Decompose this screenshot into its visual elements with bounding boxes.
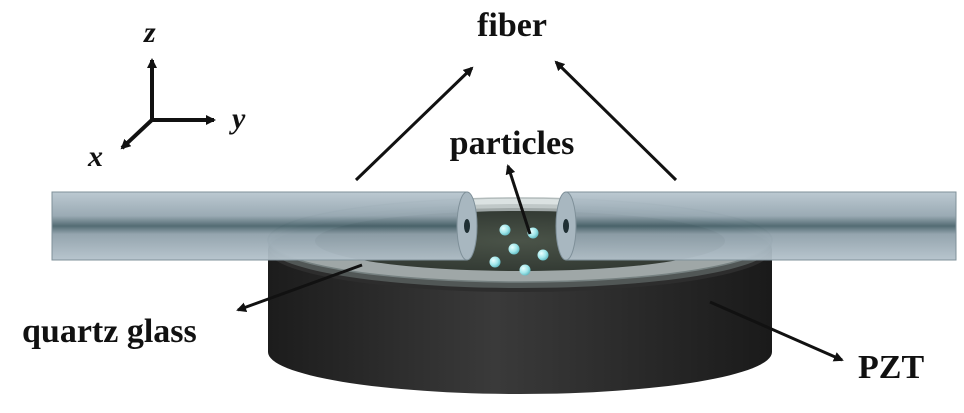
particle xyxy=(499,224,511,236)
x-axis-arrow xyxy=(120,116,156,150)
particles-label: particles xyxy=(450,125,575,162)
particle xyxy=(508,243,520,255)
fiber-right xyxy=(555,191,957,261)
fiber-left xyxy=(51,191,478,261)
z-axis-label: z xyxy=(143,16,156,49)
pzt-label: PZT xyxy=(858,349,924,386)
particles-arrow xyxy=(505,164,532,235)
particle xyxy=(537,249,549,261)
y-axis-label: y xyxy=(229,102,246,135)
fiber-label: fiber xyxy=(477,7,547,44)
x-axis-label: x xyxy=(87,140,103,173)
fiber-arrow-right xyxy=(554,60,678,182)
callout-arrows xyxy=(236,60,844,362)
particle xyxy=(519,264,531,276)
particles-group xyxy=(489,224,549,276)
coordinate-axes: z y x xyxy=(87,16,246,173)
pzt-arrow xyxy=(709,300,844,362)
fiber-arrow-left xyxy=(354,66,474,182)
particle xyxy=(489,256,501,268)
quartz-glass-label: quartz glass xyxy=(22,313,197,350)
quartz-glass-arrow xyxy=(236,263,363,312)
